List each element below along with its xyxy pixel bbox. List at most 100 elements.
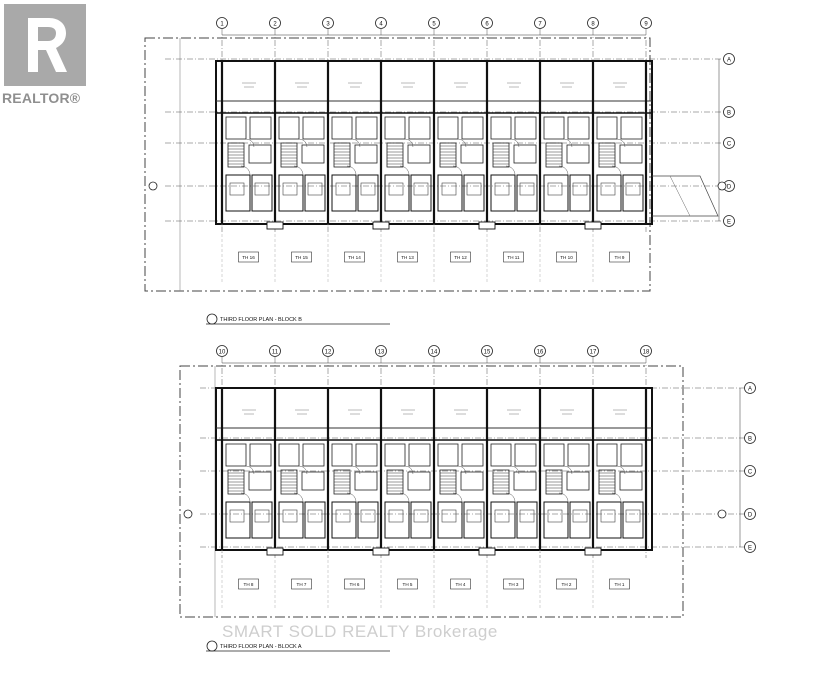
bed-icon bbox=[494, 182, 510, 196]
grid-bubble-col bbox=[269, 17, 281, 29]
door-swing bbox=[245, 138, 255, 148]
grid-label-row: D bbox=[727, 184, 732, 190]
bed-icon bbox=[441, 182, 457, 196]
bed-icon bbox=[466, 182, 482, 196]
bedroom bbox=[543, 501, 569, 539]
grid-label-col: 11 bbox=[272, 349, 279, 355]
grid-bubble-col bbox=[216, 345, 228, 357]
unit-label: TH 6 bbox=[350, 582, 360, 587]
townhouse-unit: TH 11 bbox=[485, 61, 538, 284]
bedroom bbox=[410, 501, 432, 539]
grid-label-col: 1 bbox=[220, 21, 224, 27]
laundry bbox=[301, 471, 325, 491]
bathroom bbox=[331, 443, 353, 467]
grid-bubble-row bbox=[723, 106, 735, 118]
brokerage-watermark: SMART SOLD REALTY Brokerage bbox=[222, 622, 498, 641]
grid-label-col: 8 bbox=[591, 21, 595, 27]
townhouse-unit: TH 3 bbox=[485, 388, 538, 610]
grid-label-row: E bbox=[727, 219, 731, 225]
bed-icon bbox=[335, 182, 351, 196]
ramp-hatch bbox=[669, 175, 691, 217]
door-swing bbox=[457, 465, 467, 475]
door-swing bbox=[240, 165, 251, 176]
grid-bubble-col bbox=[481, 345, 493, 357]
grid-bubble-col bbox=[587, 17, 599, 29]
bed-icon bbox=[282, 182, 298, 196]
grid-label-col: 15 bbox=[484, 349, 491, 355]
townhouse-unit: TH 12 bbox=[432, 61, 485, 284]
unit-label: TH 12 bbox=[454, 255, 467, 260]
townhouse-unit: TH 14 bbox=[326, 61, 379, 284]
unit-label: TH 4 bbox=[456, 582, 466, 587]
bed-icon bbox=[547, 509, 563, 523]
bedroom bbox=[569, 501, 591, 539]
property-line bbox=[144, 37, 651, 292]
grid-label-col: 16 bbox=[537, 349, 544, 355]
unit-label: TH 1 bbox=[615, 582, 625, 587]
bed-icon bbox=[360, 509, 376, 523]
grid-bubble-row bbox=[744, 508, 756, 520]
grid-label-col: 7 bbox=[538, 21, 542, 27]
entry-stoop bbox=[266, 547, 284, 556]
door-swing bbox=[346, 165, 357, 176]
bedroom bbox=[410, 174, 432, 212]
bedroom bbox=[357, 174, 379, 212]
grid-label-col: 12 bbox=[325, 349, 332, 355]
townhouse-unit: TH 1 bbox=[591, 388, 644, 610]
bathroom bbox=[596, 116, 618, 140]
bedroom bbox=[516, 501, 538, 539]
unit-label: TH 2 bbox=[562, 582, 572, 587]
grid-bubble-row bbox=[723, 215, 735, 227]
laundry bbox=[407, 144, 431, 164]
townhouse-unit: TH 6 bbox=[326, 388, 379, 610]
bedroom bbox=[384, 174, 410, 212]
bathroom bbox=[331, 116, 353, 140]
grid-bubble-col bbox=[587, 345, 599, 357]
bedroom bbox=[622, 501, 644, 539]
door-swing bbox=[404, 465, 414, 475]
closet bbox=[355, 443, 378, 467]
closet bbox=[355, 116, 378, 140]
bed-icon bbox=[494, 509, 510, 523]
unit-label: TH 7 bbox=[297, 582, 307, 587]
closet bbox=[249, 443, 272, 467]
closet bbox=[620, 116, 643, 140]
entry-stoop bbox=[584, 221, 602, 230]
plan-title: THIRD FLOOR PLAN - BLOCK B bbox=[220, 317, 302, 323]
unit-label: TH 10 bbox=[560, 255, 573, 260]
door-swing bbox=[563, 138, 573, 148]
grid-bubble-col bbox=[640, 17, 652, 29]
laundry bbox=[513, 144, 537, 164]
door-swing bbox=[510, 465, 520, 475]
closet bbox=[461, 116, 484, 140]
laundry bbox=[248, 471, 272, 491]
door-swing bbox=[404, 138, 414, 148]
bedroom bbox=[622, 174, 644, 212]
laundry bbox=[566, 144, 590, 164]
bedroom bbox=[490, 501, 516, 539]
grid-label-row: C bbox=[748, 469, 753, 475]
bedroom bbox=[304, 501, 326, 539]
grid-label-col: 5 bbox=[432, 21, 436, 27]
unit-label: TH 11 bbox=[507, 255, 520, 260]
closet bbox=[408, 116, 431, 140]
bed-icon bbox=[388, 182, 404, 196]
unit-tag-box bbox=[344, 251, 365, 263]
closet bbox=[514, 116, 537, 140]
unit-tag-box bbox=[450, 578, 471, 590]
laundry bbox=[566, 471, 590, 491]
bed-icon bbox=[335, 509, 351, 523]
door-swing bbox=[240, 492, 251, 503]
bedroom bbox=[225, 501, 251, 539]
bedroom bbox=[304, 174, 326, 212]
grid-label-row: C bbox=[727, 141, 732, 147]
door-swing bbox=[351, 138, 361, 148]
grid-bubble-col bbox=[481, 17, 493, 29]
grid-bubble-row bbox=[723, 53, 735, 65]
entry-stoop bbox=[372, 547, 390, 556]
grid-label-row: E bbox=[748, 545, 752, 551]
ramp-outline bbox=[652, 175, 719, 217]
grid-label-col: 3 bbox=[326, 21, 330, 27]
section-marker-icon bbox=[148, 181, 158, 191]
